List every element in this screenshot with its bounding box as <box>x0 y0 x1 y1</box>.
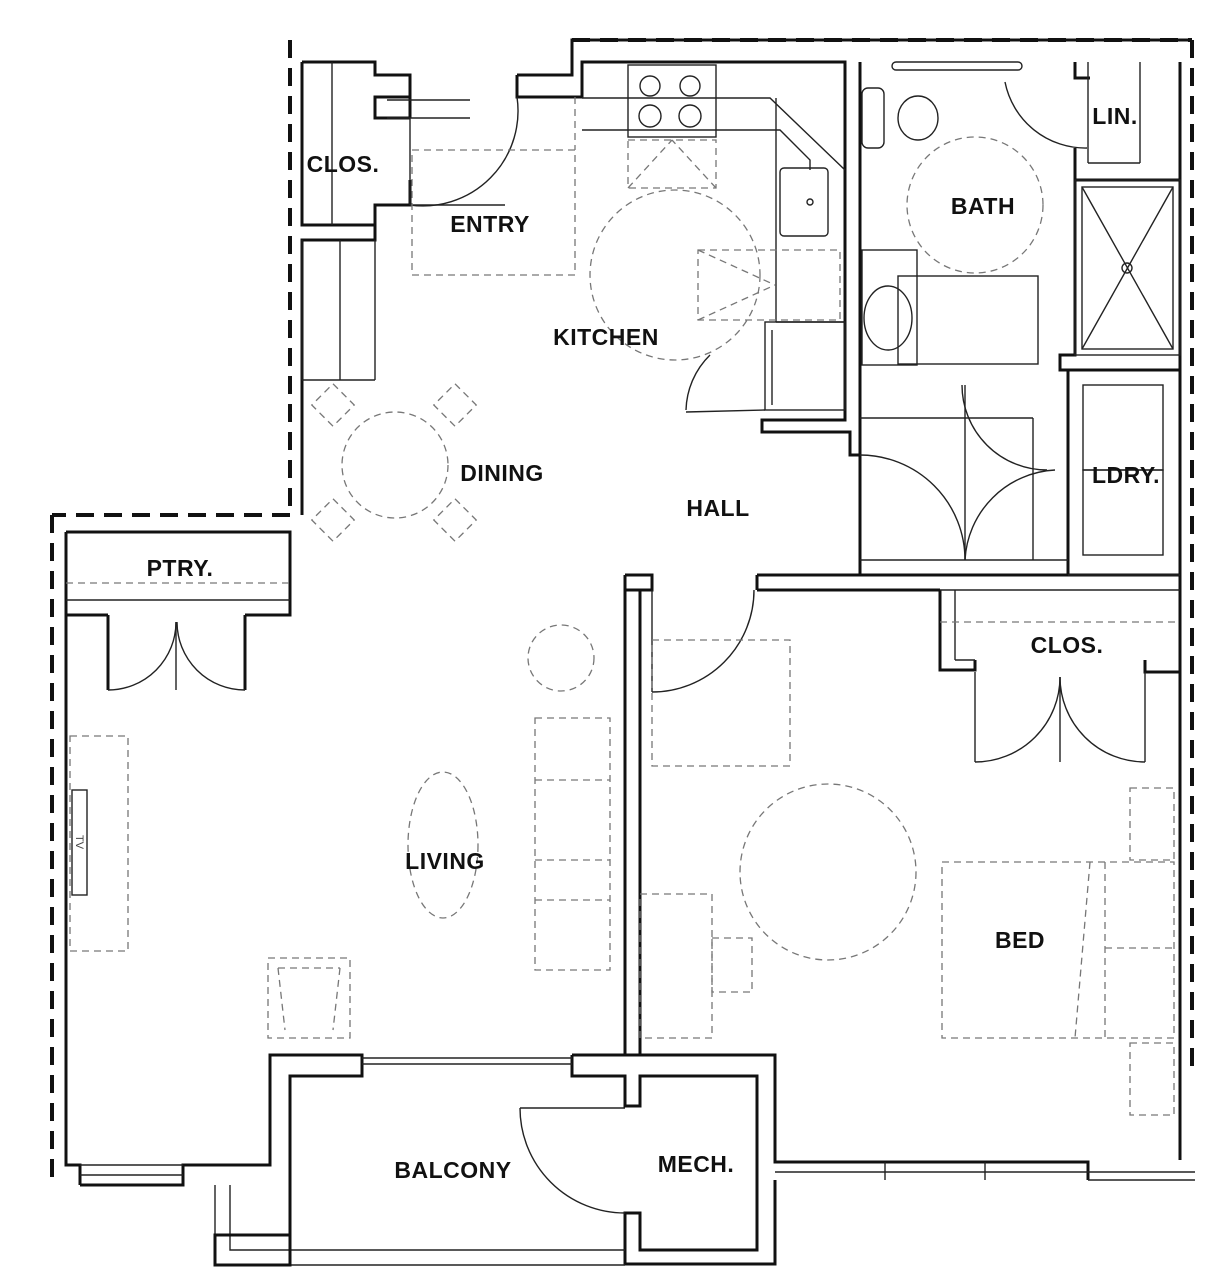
tv-label: TV <box>73 835 85 850</box>
room-label-clos-entry: CLOS. <box>307 151 380 177</box>
room-label-laundry: LDRY. <box>1092 462 1160 488</box>
room-label-bath: BATH <box>951 193 1015 219</box>
room-label-dining: DINING <box>460 460 544 486</box>
room-label-mech: MECH. <box>658 1151 735 1177</box>
room-label-living: LIVING <box>405 848 485 874</box>
room-label-linen: LIN. <box>1092 103 1137 129</box>
exterior-dashed-outline <box>50 38 1194 1185</box>
room-label-bed: BED <box>995 927 1045 953</box>
room-labels: CLOS. ENTRY KITCHEN BATH LIN. DINING HAL… <box>73 103 1160 1183</box>
dining-table <box>310 382 478 543</box>
room-label-entry: ENTRY <box>450 211 530 237</box>
room-label-hall: HALL <box>686 495 749 521</box>
living-furniture <box>69 624 611 1039</box>
room-label-pantry: PTRY. <box>147 555 214 581</box>
exterior-walls <box>64 38 1195 1267</box>
bedroom-furniture <box>639 639 1175 1116</box>
room-label-clos-bed: CLOS. <box>1031 632 1104 658</box>
doors <box>107 81 1146 1214</box>
kitchen-fixtures <box>411 64 846 411</box>
room-label-balcony: BALCONY <box>394 1157 511 1183</box>
laundry-fixtures <box>1082 384 1164 556</box>
room-label-kitchen: KITCHEN <box>553 324 659 350</box>
bath-fixtures <box>860 61 1181 560</box>
